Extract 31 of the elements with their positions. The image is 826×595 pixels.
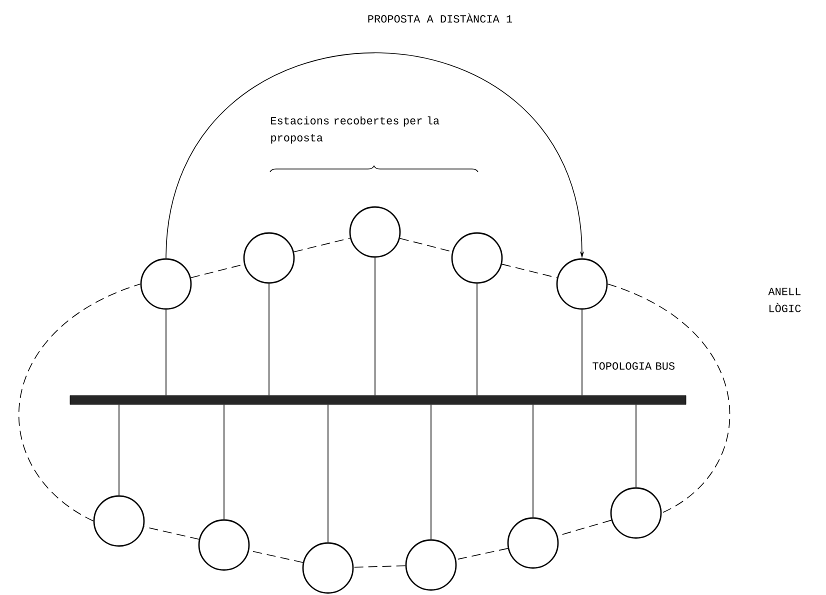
ring-line [607, 284, 730, 514]
bus-line [268, 283, 270, 396]
ring-line [400, 238, 452, 252]
edge-label: PROPOSTA A DISTÀNCIA 1 [366, 12, 514, 24]
text-label: Estacions recobertes per la proposta [271, 116, 440, 144]
ring-line [294, 238, 350, 252]
arrow [166, 52, 584, 259]
ring-line [353, 565, 406, 568]
ring-line [18, 284, 141, 522]
station-circle [198, 519, 250, 571]
station-circle [140, 258, 192, 310]
station-circle [405, 539, 457, 591]
bus-line [374, 257, 376, 396]
station-circle [302, 542, 354, 594]
bus-line [476, 283, 478, 396]
station-circle [93, 495, 145, 547]
bus-line [532, 404, 534, 518]
station-circle [349, 206, 401, 258]
station-circle [610, 487, 662, 539]
ring-line [144, 526, 200, 540]
ring-line [456, 548, 508, 560]
bus-line [430, 404, 432, 540]
text-label: ANELL LÒGIC [768, 288, 801, 312]
station-circle [451, 232, 503, 284]
bus-bar [70, 395, 686, 405]
text-label: TOPOLOGIA BUS [592, 362, 675, 370]
station-circle [243, 232, 295, 284]
station-circle [507, 517, 559, 569]
station-circle [556, 258, 608, 310]
ring-line [502, 264, 558, 278]
bus-line [118, 404, 120, 496]
